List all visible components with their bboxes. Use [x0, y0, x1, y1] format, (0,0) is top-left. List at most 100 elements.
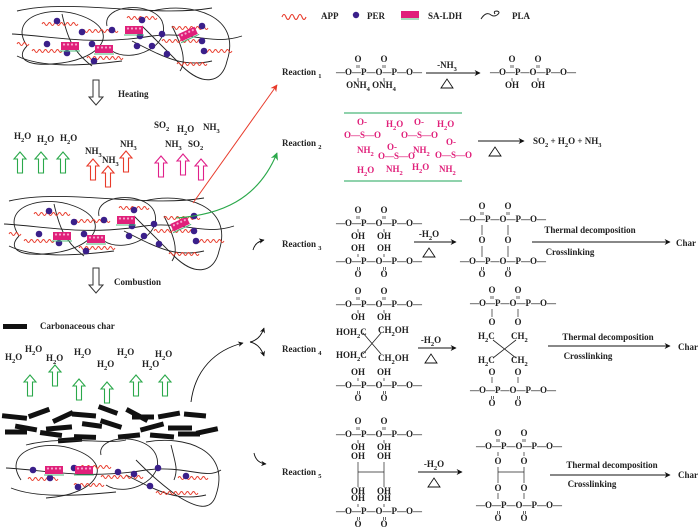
substituent-label: O	[354, 205, 361, 215]
reaction-condition-label: -H2O	[421, 335, 441, 348]
substituent-label: O	[504, 269, 511, 279]
up-arrow-icon	[47, 364, 63, 387]
char-layer	[14, 423, 38, 433]
gas-label-sulfur: SO2	[154, 120, 169, 133]
app-chain	[161, 39, 205, 43]
up-arrow-icon	[55, 151, 71, 174]
heat-triangle-icon	[488, 146, 502, 157]
char-bar-icon	[3, 324, 27, 329]
substituent-label: OH	[351, 493, 365, 503]
app-chain	[41, 22, 79, 26]
reaction2-pointer-arrow	[175, 152, 278, 219]
reaction1-pointer-arrow	[192, 84, 278, 204]
composite-charred	[1, 404, 222, 507]
substituent-label: O	[380, 286, 387, 296]
gas-label-sulfur: NH3	[203, 122, 221, 135]
legend-item-pla: PLA	[480, 10, 531, 21]
char-layer	[81, 421, 103, 429]
pla-chain	[10, 487, 117, 496]
sulfamate-label: O—S—O	[401, 130, 438, 140]
heat-triangle-icon	[424, 353, 438, 364]
sa-ldh-particle	[124, 26, 144, 36]
substituent-label: O	[354, 54, 361, 64]
combustion-arrow	[87, 267, 105, 294]
up-arrow-icon	[85, 158, 101, 181]
pyrophosphate-chain: —O—P—O—P—O—	[335, 299, 423, 309]
per-molecule	[154, 464, 162, 472]
substituent-label: OH	[351, 231, 365, 241]
substituent-label: OH	[377, 312, 391, 322]
per-molecule	[80, 230, 88, 238]
substituent-label: O	[494, 513, 501, 523]
substituent-label: O	[354, 416, 361, 426]
substituent-label: O	[354, 286, 361, 296]
up-arrow-icon	[71, 378, 87, 401]
sulfamate-label: O—S—O	[344, 130, 381, 140]
app-chain	[155, 491, 199, 495]
per-molecule	[88, 40, 96, 48]
sulfamate-label: O-	[414, 117, 424, 127]
pyrophosphate-chain: —O—P—O—P—O—	[469, 385, 557, 395]
pla-chain	[100, 438, 159, 490]
per-molecule	[150, 220, 158, 228]
final-product-char: Char	[678, 470, 698, 480]
char-layer	[71, 411, 97, 419]
substituent-label: O	[494, 428, 501, 438]
gas-label-water: H2O	[142, 359, 159, 372]
substituent-label: O	[534, 54, 541, 64]
per-group-label: CH2OH	[378, 325, 409, 338]
step-label-thermal-decomposition: Thermal decomposition	[562, 332, 653, 342]
per-molecule	[43, 40, 51, 48]
step-label-thermal-decomposition: Thermal decomposition	[566, 460, 657, 470]
substituent-label: O	[478, 201, 485, 211]
substituent-label: O	[380, 393, 387, 403]
substituent-label: O	[380, 205, 387, 215]
substituent-label: O	[488, 285, 495, 295]
reaction-condition-label: -H2O	[419, 229, 439, 242]
char-layer	[157, 410, 181, 420]
gas-label-water: H2O	[155, 349, 172, 362]
gas-label-ammonia: NH3	[102, 155, 120, 168]
char-layer	[5, 429, 27, 435]
app-chain	[33, 212, 71, 216]
pla-chain	[15, 444, 98, 499]
legend: APP PER SA-LDH PLA	[281, 10, 531, 21]
substituent-label: O	[354, 393, 361, 403]
product-group-label: CH2	[511, 331, 528, 344]
gas-label-water: H2O	[25, 344, 42, 357]
substituent-label: OH	[377, 231, 391, 241]
product-group-label: H2C	[478, 355, 495, 368]
substituent-label: O	[380, 54, 387, 64]
bridge-oxygen: O	[520, 483, 527, 493]
substituent-label: OH	[531, 80, 545, 90]
bridge-oxygen: O	[488, 367, 495, 377]
substituent-label: O	[354, 269, 361, 279]
pla-chain	[171, 25, 184, 72]
pyrophosphate-chain: —O—P—O—P—O—	[335, 380, 423, 390]
gas-label-water: H2O	[60, 133, 77, 146]
sulfamate-label: NH2	[386, 164, 403, 177]
app-chain	[193, 239, 225, 243]
per-molecule	[125, 232, 133, 240]
pyrophosphate-chain: —O—P—O—P—O—	[475, 500, 563, 510]
sulfamate-label: H2O	[412, 162, 429, 175]
reaction-1: Reaction 1—O—P—O—P—O—OONH4OONH4-NH3—O—P—…	[282, 54, 577, 93]
up-arrow-icon	[153, 155, 169, 178]
legend-label: SA-LDH	[428, 11, 462, 21]
app-chain	[27, 477, 59, 481]
pyrophosphate-chain: —O—P—O—P—O—	[469, 298, 557, 308]
substituent-label: ONH4	[346, 80, 371, 93]
reaction5-pointer-arrow	[253, 452, 267, 467]
pla-chain	[25, 439, 127, 446]
reaction-condition-label: -NH3	[437, 60, 458, 73]
up-arrow-icon	[33, 151, 49, 174]
up-arrow-icon	[128, 374, 144, 397]
sulfamate-label: O-	[357, 117, 367, 127]
pyrophosphate-chain: —O—P—O—P—O—	[335, 256, 423, 266]
per-molecule	[46, 474, 54, 482]
per-molecule	[198, 22, 206, 30]
pla-chain	[125, 474, 207, 498]
substituent-label: OH	[351, 243, 365, 253]
heat-triangle-icon	[427, 477, 441, 488]
